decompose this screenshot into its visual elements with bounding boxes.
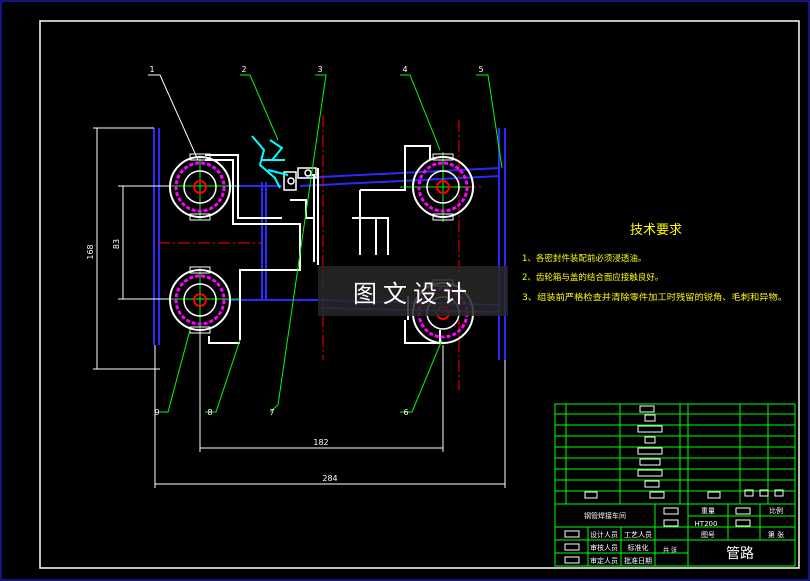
callout-8: 8 <box>207 408 212 417</box>
assembly-view <box>153 115 506 390</box>
checker-label: 审核人员 <box>590 543 618 552</box>
tech-req-item-3: 3、组装前严格检查并清除零件加工时残留的锐角、毛刺和异物。 <box>522 292 787 303</box>
tech-req-item-2: 2、齿轮箱与盖的结合面应接触良好。 <box>522 272 663 283</box>
approver-label: 审定人员 <box>590 556 618 565</box>
callout-3: 3 <box>317 65 322 74</box>
left-rail <box>153 128 320 345</box>
wheel-top-left <box>169 153 231 221</box>
weight-label: 重量 <box>701 507 715 515</box>
design-unit: 钢管焊接车间 <box>584 511 626 520</box>
ratio-label: 比例 <box>769 506 783 515</box>
wheel-bottom-left <box>169 266 231 334</box>
title-block <box>554 503 796 567</box>
callout-1: 1 <box>149 65 154 74</box>
callout-9: 9 <box>154 408 159 417</box>
parts-list <box>554 403 796 505</box>
dimension-lines <box>93 127 506 488</box>
parts-list-cells <box>584 405 784 499</box>
callout-leaders <box>148 74 199 161</box>
dim-left-outer: 168 <box>86 244 95 259</box>
designer-label: 设计人员 <box>590 530 618 539</box>
material-label: HT200 <box>695 520 718 528</box>
wheel-top-right <box>412 153 474 221</box>
dim-bottom-outer: 284 <box>322 474 337 483</box>
date-label: 批准日期 <box>624 556 652 565</box>
part-name: 管路 <box>726 546 754 562</box>
process-label: 工艺人员 <box>624 531 652 539</box>
callout-4: 4 <box>402 65 407 74</box>
dim-left-inner: 83 <box>112 239 121 249</box>
callout-6: 6 <box>403 408 408 417</box>
callout-5: 5 <box>478 65 483 74</box>
dim-bottom-inner: 182 <box>313 438 328 447</box>
drawing-no-label: 图号 <box>701 531 715 539</box>
title-block-cells <box>564 507 751 564</box>
sheet-label: 第 张 <box>768 530 784 539</box>
callout-leaders-green <box>158 74 503 413</box>
inner-frame <box>39 20 800 569</box>
callout-7: 7 <box>269 408 274 417</box>
sheets-total-label: 共 张 <box>663 546 677 554</box>
callout-2: 2 <box>241 65 246 74</box>
tech-req-item-1: 1、各密封件装配前必须浸透油。 <box>522 253 646 264</box>
standard-label: 标准化 <box>628 543 649 552</box>
right-rail <box>299 128 506 360</box>
valve-fitting <box>283 167 317 191</box>
tech-req-title: 技术要求 <box>630 223 682 238</box>
watermark-banner: 图文设计 <box>318 266 508 316</box>
elbow-fitting <box>251 135 289 189</box>
centerlines <box>158 115 484 390</box>
